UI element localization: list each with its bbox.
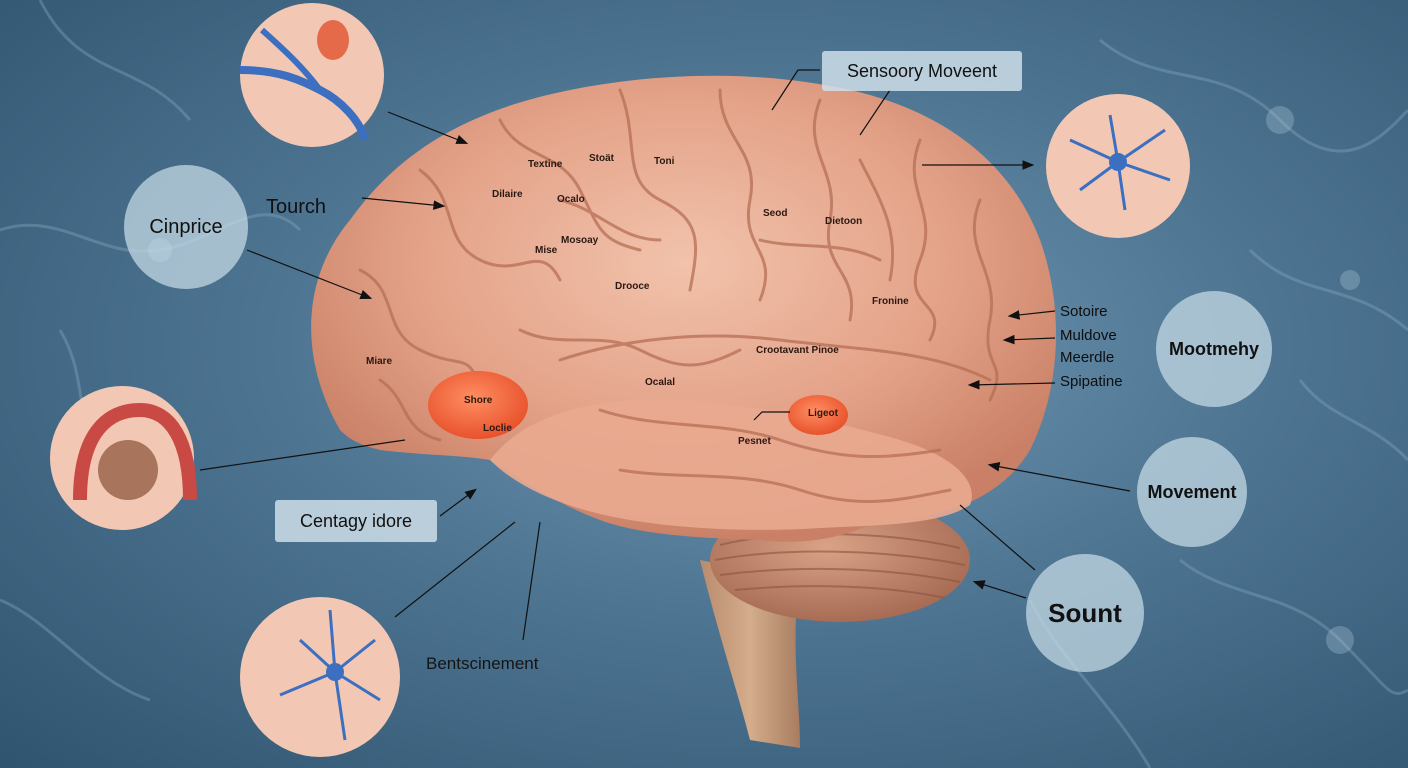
callout-sensory-movement: Sensoory Moveent (822, 51, 1022, 91)
region-label-ligeot: Ligeot (808, 408, 838, 419)
side-label-meerdle: Meerdle (1060, 349, 1115, 366)
nerve-cell-icon (240, 597, 400, 757)
region-label-drooce: Drooce (615, 281, 650, 292)
side-label-muldove: Muldove (1060, 327, 1117, 344)
region-label-textine: Textine (528, 159, 563, 170)
highlight-region-right (788, 395, 848, 435)
region-label-toni: Toni (654, 156, 675, 167)
region-label-ocalo: Ocalo (557, 194, 585, 205)
region-label-seod: Seod (763, 208, 788, 219)
callout-centagy-idore-text: Centagy idore (299, 510, 413, 531)
callout-sensory-movement-text: Sensoory Moveent (846, 60, 998, 81)
side-label-sotoire: Sotoire (1060, 303, 1108, 320)
callout-mootmehy-text: Mootmehy (1169, 338, 1259, 359)
artery-icon (50, 386, 197, 530)
neuron-icon (1046, 94, 1190, 238)
region-label-crootavant-pinoe: Crootavant Pinoe (756, 345, 839, 356)
callout-mootmehy: Mootmehy (1156, 291, 1272, 407)
region-label-miare: Miare (366, 356, 393, 367)
callout-movement: Movement (1137, 437, 1247, 547)
side-label-spipatine: Spipatine (1060, 373, 1123, 390)
region-label-dietoon: Dietoon (825, 216, 863, 227)
callout-cinprice-text: Cinprice (149, 215, 223, 238)
blood-vessel-icon (239, 3, 384, 147)
region-label-fronine: Fronine (872, 296, 909, 307)
region-label-dilaire: Dilaire (492, 189, 523, 200)
region-label-shore: Shore (464, 395, 493, 406)
callout-tourch: Tourch (266, 196, 327, 218)
region-label-pesnet: Pesnet (738, 436, 771, 447)
callout-bentscinement: Bentscinement (426, 654, 539, 673)
region-label-loclie: Loclie (483, 423, 512, 434)
callout-centagy-idore: Centagy idore (275, 500, 437, 542)
highlight-region-left (428, 371, 528, 439)
callout-movement-text: Movement (1147, 481, 1237, 502)
region-label-mosoay: Mosoay (561, 235, 599, 246)
callout-sount: Sount (1026, 554, 1144, 672)
callout-cinprice: Cinprice (124, 165, 248, 289)
region-label-stoat: Stoät (589, 153, 614, 164)
callout-sount-text: Sount (1048, 597, 1122, 628)
region-label-ocalal: Ocalal (645, 377, 676, 388)
region-label-mise: Mise (535, 245, 558, 256)
